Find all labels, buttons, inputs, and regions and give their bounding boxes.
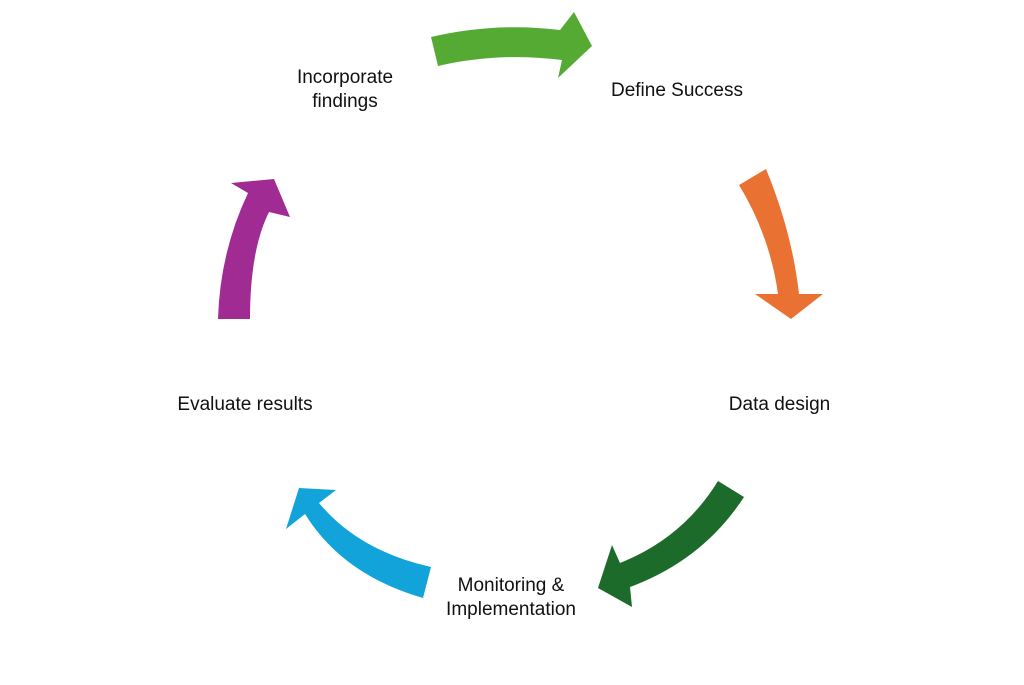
stage-evaluate-results: Evaluate results xyxy=(160,393,330,417)
stage-define-line1: Define Success xyxy=(610,80,743,101)
stage-data-line1: Data design xyxy=(728,394,831,415)
stage-evaluate-line1: Evaluate results xyxy=(177,394,313,415)
arrow-incorporate-to-define xyxy=(431,12,592,78)
arrow-data-to-monitoring xyxy=(598,481,744,607)
stage-incorporate-line2: findings xyxy=(312,91,378,112)
stage-incorporate-findings: Incorporate findings xyxy=(270,66,420,114)
arrow-monitoring-to-evaluate xyxy=(286,488,431,598)
stage-monitoring-implementation: Monitoring & Implementation xyxy=(421,574,601,622)
stage-monitoring-line2: Implementation xyxy=(446,599,576,620)
stage-monitoring-line1: Monitoring & xyxy=(457,575,565,596)
arrow-define-to-data xyxy=(739,169,823,319)
stage-data-design: Data design xyxy=(712,393,847,417)
arrow-evaluate-to-incorporate xyxy=(218,179,290,319)
stage-define-success: Define Success xyxy=(592,79,762,103)
stage-incorporate-line1: Incorporate xyxy=(296,67,394,88)
